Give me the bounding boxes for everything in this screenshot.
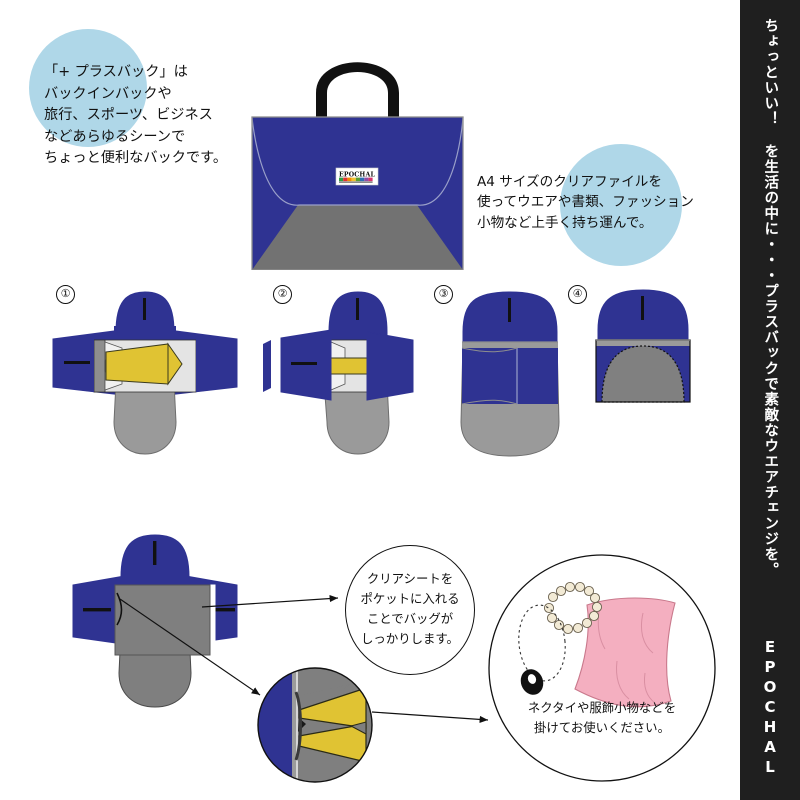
necklace-icon [543, 581, 603, 635]
step-3-number: ③ [434, 285, 453, 304]
step-2-number: ② [273, 285, 292, 304]
accessory-callout-text: ネクタイや服飾小物などを 掛けてお使いください。 [527, 700, 677, 736]
step-1-diagram [50, 282, 240, 467]
pendant-icon [520, 669, 544, 695]
a4-note-text: A4 サイズのクリアファイルを 使ってウエアや書類、ファッション 小物など上手く… [477, 174, 694, 231]
hero-description-text: 「+ プラスバック」は バックインバックや 旅行、スポーツ、ビジネス などあらゆ… [44, 64, 228, 167]
decor-circle-left [29, 29, 147, 147]
clear-sheet-callout: クリアシートを ポケットに入れる ことでバッグが しっかりします。 [345, 545, 475, 675]
step-3-diagram [455, 282, 565, 467]
step-4-number: ④ [568, 285, 587, 304]
clear-sheet-callout-text: クリアシートを ポケットに入れる ことでバッグが しっかりします。 [360, 571, 460, 647]
arrow-to-clear-sheet-callout [201, 594, 339, 608]
accessory-callout: ネクタイや服飾小物などを 掛けてお使いください。 [487, 553, 717, 783]
step-4-diagram [588, 282, 698, 417]
sidebar-tagline: ちょっといい！ を生活の中に・・・プラスバックで素敵なウエアチェンジを。 [762, 18, 779, 578]
step-2-diagram [263, 282, 443, 467]
step-1-number: ① [56, 285, 75, 304]
pocket-cross-section [256, 666, 374, 784]
right-sidebar: ちょっといい！ を生活の中に・・・プラスバックで素敵なウエアチェンジを。 EPO… [740, 0, 800, 800]
svg-text:EPOCHAL: EPOCHAL [339, 171, 376, 178]
hero-bag-illustration: EPOCHAL [240, 30, 475, 270]
scarf-shape [574, 597, 676, 708]
bag-handle-icon [316, 62, 399, 120]
lower-bag-diagram [55, 525, 285, 755]
arrow-to-cross-section [119, 598, 261, 696]
sidebar-brand: EPOCHAL [761, 638, 779, 778]
arrow-to-accessory-callout [371, 711, 489, 724]
bag-brand-logo: EPOCHAL [335, 167, 379, 186]
decor-circle-right [560, 144, 682, 266]
pendant-cord-icon [518, 604, 566, 682]
